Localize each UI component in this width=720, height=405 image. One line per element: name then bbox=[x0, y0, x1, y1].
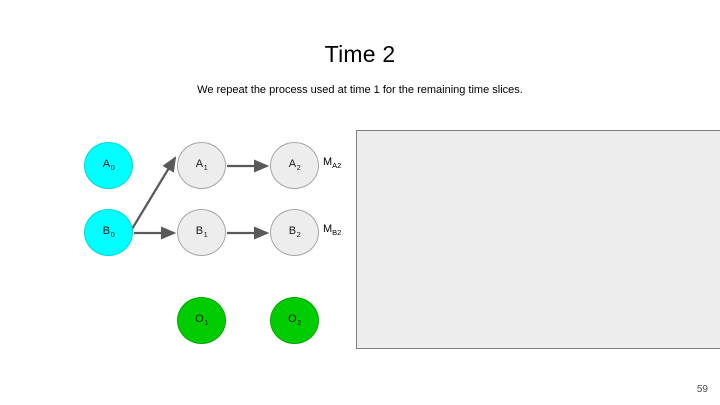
node-a1[interactable]: A1 bbox=[177, 142, 226, 189]
page-title: Time 2 bbox=[324, 41, 396, 67]
measurement-label-mb2: MB2 bbox=[323, 223, 342, 237]
node-o2[interactable]: O2 bbox=[270, 297, 319, 344]
node-label-o2: O2 bbox=[288, 313, 302, 327]
node-label-o1: O1 bbox=[195, 313, 209, 327]
node-label-b1: B1 bbox=[195, 225, 208, 239]
node-b0[interactable]: B0 bbox=[84, 209, 133, 256]
node-label-b0: B0 bbox=[102, 225, 115, 239]
node-a0[interactable]: A0 bbox=[84, 142, 133, 189]
node-o1[interactable]: O1 bbox=[177, 297, 226, 344]
page-number: 59 bbox=[696, 384, 708, 395]
measurement-label-ma2: MA2 bbox=[323, 156, 342, 170]
node-a2[interactable]: A2 bbox=[270, 142, 319, 189]
node-label-a1: A1 bbox=[195, 158, 208, 172]
slide-subtitle: We repeat the process used at time 1 for… bbox=[197, 84, 523, 96]
node-b2[interactable]: B2 bbox=[270, 209, 319, 256]
content-placeholder-panel[interactable] bbox=[356, 130, 720, 349]
node-label-a2: A2 bbox=[288, 158, 301, 172]
node-label-b2: B2 bbox=[288, 225, 301, 239]
edge-b0-to-a1 bbox=[131, 156, 177, 230]
node-label-a0: A0 bbox=[102, 158, 115, 172]
node-b1[interactable]: B1 bbox=[177, 209, 226, 256]
